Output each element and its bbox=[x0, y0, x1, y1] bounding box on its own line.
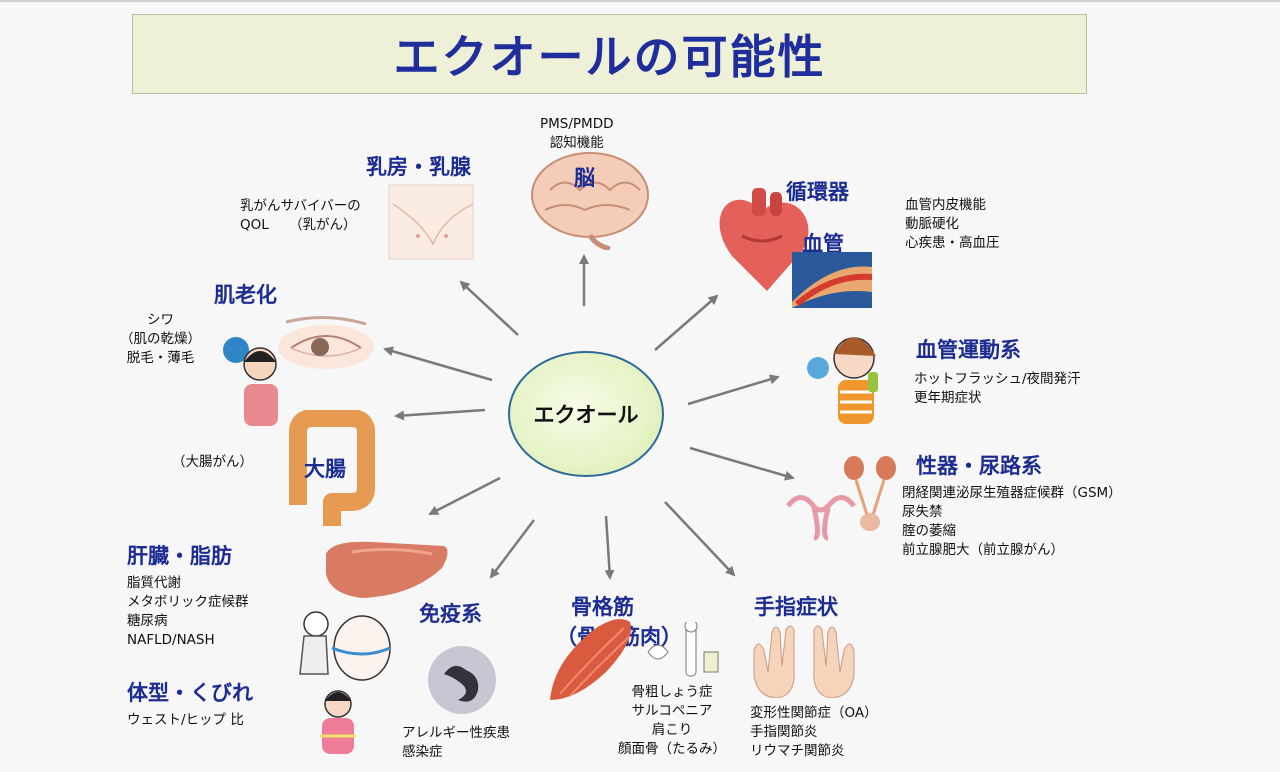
immune-cell-illustration bbox=[428, 646, 496, 714]
immune-note: 感染症 bbox=[402, 744, 443, 760]
breast-label: 乳房・乳腺 bbox=[366, 155, 471, 179]
breast-notes: 乳がんサバイバーの QOL （乳がん） bbox=[240, 197, 361, 235]
heart-illustration bbox=[719, 188, 809, 291]
hotflash-woman-illustration bbox=[807, 337, 878, 424]
circulatory-label: 循環器 bbox=[786, 180, 849, 204]
circulatory-note: 心疾患・高血圧 bbox=[905, 235, 1000, 251]
body-note: ウェスト/ヒップ 比 bbox=[127, 712, 244, 728]
liver-illustration bbox=[326, 541, 448, 598]
liver-label: 肝臓・脂肪 bbox=[127, 544, 232, 568]
body-notes: ウェスト/ヒップ 比 bbox=[127, 711, 244, 730]
fingers-label: 手指症状 bbox=[754, 595, 838, 619]
title-banner: エクオールの可能性 bbox=[132, 14, 1087, 94]
muscle-notes: 骨粗しょう症 サルコペニア 肩こり 顔面骨（たるみ） bbox=[618, 683, 726, 759]
colon-note: （大腸がん） bbox=[172, 454, 253, 470]
liver-note: 糖尿病 bbox=[127, 613, 168, 629]
muscle-illustration bbox=[550, 619, 631, 700]
arrow-circulatory bbox=[654, 294, 719, 351]
arrow-vasomotor bbox=[687, 374, 780, 406]
arrow-urogenital bbox=[689, 446, 795, 481]
urogenital-notes: 閉経関連泌尿生殖器症候群（GSM） 尿失禁 腟の萎縮 前立腺肥大（前立腺がん） bbox=[902, 484, 1122, 560]
liver-notes: 脂質代謝 メタボリック症候群 糖尿病 NAFLD/NASH bbox=[127, 574, 249, 650]
top-divider bbox=[0, 0, 1280, 2]
skin-note: 脱毛・薄毛 bbox=[126, 350, 195, 366]
colon-notes: （大腸がん） bbox=[172, 453, 253, 472]
center-label: エクオール bbox=[533, 403, 639, 427]
immune-label: 免疫系 bbox=[419, 602, 482, 626]
girl-measure-illustration bbox=[320, 690, 356, 754]
liver-note: メタボリック症候群 bbox=[127, 594, 249, 610]
breast-note: 乳がんサバイバーの bbox=[240, 198, 361, 214]
urogenital-note: 閉経関連泌尿生殖器症候群（GSM） bbox=[902, 485, 1122, 501]
muscle-note: 肩こり bbox=[651, 722, 693, 738]
muscle-note: 顔面骨（たるみ） bbox=[618, 741, 726, 757]
circulatory-note: 動脈硬化 bbox=[905, 216, 959, 232]
fingers-notes: 変形性関節症（OA） 手指関節炎 リウマチ関節炎 bbox=[750, 704, 878, 761]
arrow-fingers bbox=[664, 501, 736, 577]
arrow-liver bbox=[428, 476, 501, 516]
urogenital-illustration bbox=[786, 456, 896, 541]
colon-illustration bbox=[289, 410, 375, 526]
vasomotor-notes: ホットフラッシュ/夜間発汗 更年期症状 bbox=[914, 370, 1081, 408]
skin-label: 肌老化 bbox=[214, 283, 277, 307]
arrow-breast bbox=[459, 280, 519, 336]
breast-note: QOL （乳がん） bbox=[240, 217, 357, 233]
arrow-colon bbox=[394, 408, 486, 421]
immune-note: アレルギー性疾患 bbox=[402, 725, 510, 741]
breast-illustration bbox=[388, 184, 474, 260]
vessel-illustration bbox=[792, 252, 872, 308]
muscle-label: 骨格筋 bbox=[571, 595, 634, 619]
skin-note: シワ bbox=[147, 312, 174, 328]
urogenital-note: 腟の萎縮 bbox=[902, 523, 956, 539]
liver-note: 脂質代謝 bbox=[127, 575, 181, 591]
arrow-muscle bbox=[604, 515, 615, 580]
brain-label: 脳 bbox=[574, 166, 595, 190]
skin-note: （肌の乾燥） bbox=[120, 331, 201, 347]
vasomotor-label: 血管運動系 bbox=[916, 338, 1021, 362]
muscle-note: サルコペニア bbox=[631, 703, 713, 719]
immune-notes: アレルギー性疾患 感染症 bbox=[402, 724, 510, 762]
hands-illustration bbox=[753, 625, 855, 698]
vasomotor-note: ホットフラッシュ/夜間発汗 bbox=[914, 371, 1081, 387]
brain-illustration bbox=[531, 152, 649, 250]
urogenital-label: 性器・尿路系 bbox=[916, 454, 1042, 478]
muscle-note: 骨粗しょう症 bbox=[631, 684, 713, 700]
circulatory-note: 血管内皮機能 bbox=[905, 197, 986, 213]
liver-note: NAFLD/NASH bbox=[127, 632, 215, 648]
body-label: 体型・くびれ bbox=[127, 681, 253, 705]
center-circle: エクオール bbox=[508, 351, 664, 477]
page-title: エクオールの可能性 bbox=[393, 30, 826, 84]
fingers-note: 手指関節炎 bbox=[750, 724, 818, 740]
colon-label: 大腸 bbox=[304, 457, 346, 481]
arrow-skin bbox=[383, 346, 493, 382]
vasomotor-note: 更年期症状 bbox=[914, 390, 982, 406]
skin-notes: シワ （肌の乾燥） 脱毛・薄毛 bbox=[120, 311, 201, 368]
brain-notes: PMS/PMDD 認知機能 bbox=[540, 115, 614, 153]
brain-note: 認知機能 bbox=[549, 135, 604, 151]
fingers-note: リウマチ関節炎 bbox=[750, 743, 845, 759]
circulatory-notes: 血管内皮機能 動脈硬化 心疾患・高血圧 bbox=[905, 196, 1000, 253]
fingers-note: 変形性関節症（OA） bbox=[750, 705, 878, 721]
eye-illustration bbox=[278, 316, 374, 369]
urogenital-note: 尿失禁 bbox=[902, 504, 943, 520]
bone-illustration bbox=[647, 622, 719, 677]
arrow-immune bbox=[489, 519, 535, 579]
brain-note: PMS/PMDD bbox=[540, 116, 614, 132]
waist-measure-illustration bbox=[299, 611, 391, 681]
urogenital-note: 前立腺肥大（前立腺がん） bbox=[902, 542, 1064, 558]
woman-mirror-illustration bbox=[223, 337, 278, 426]
